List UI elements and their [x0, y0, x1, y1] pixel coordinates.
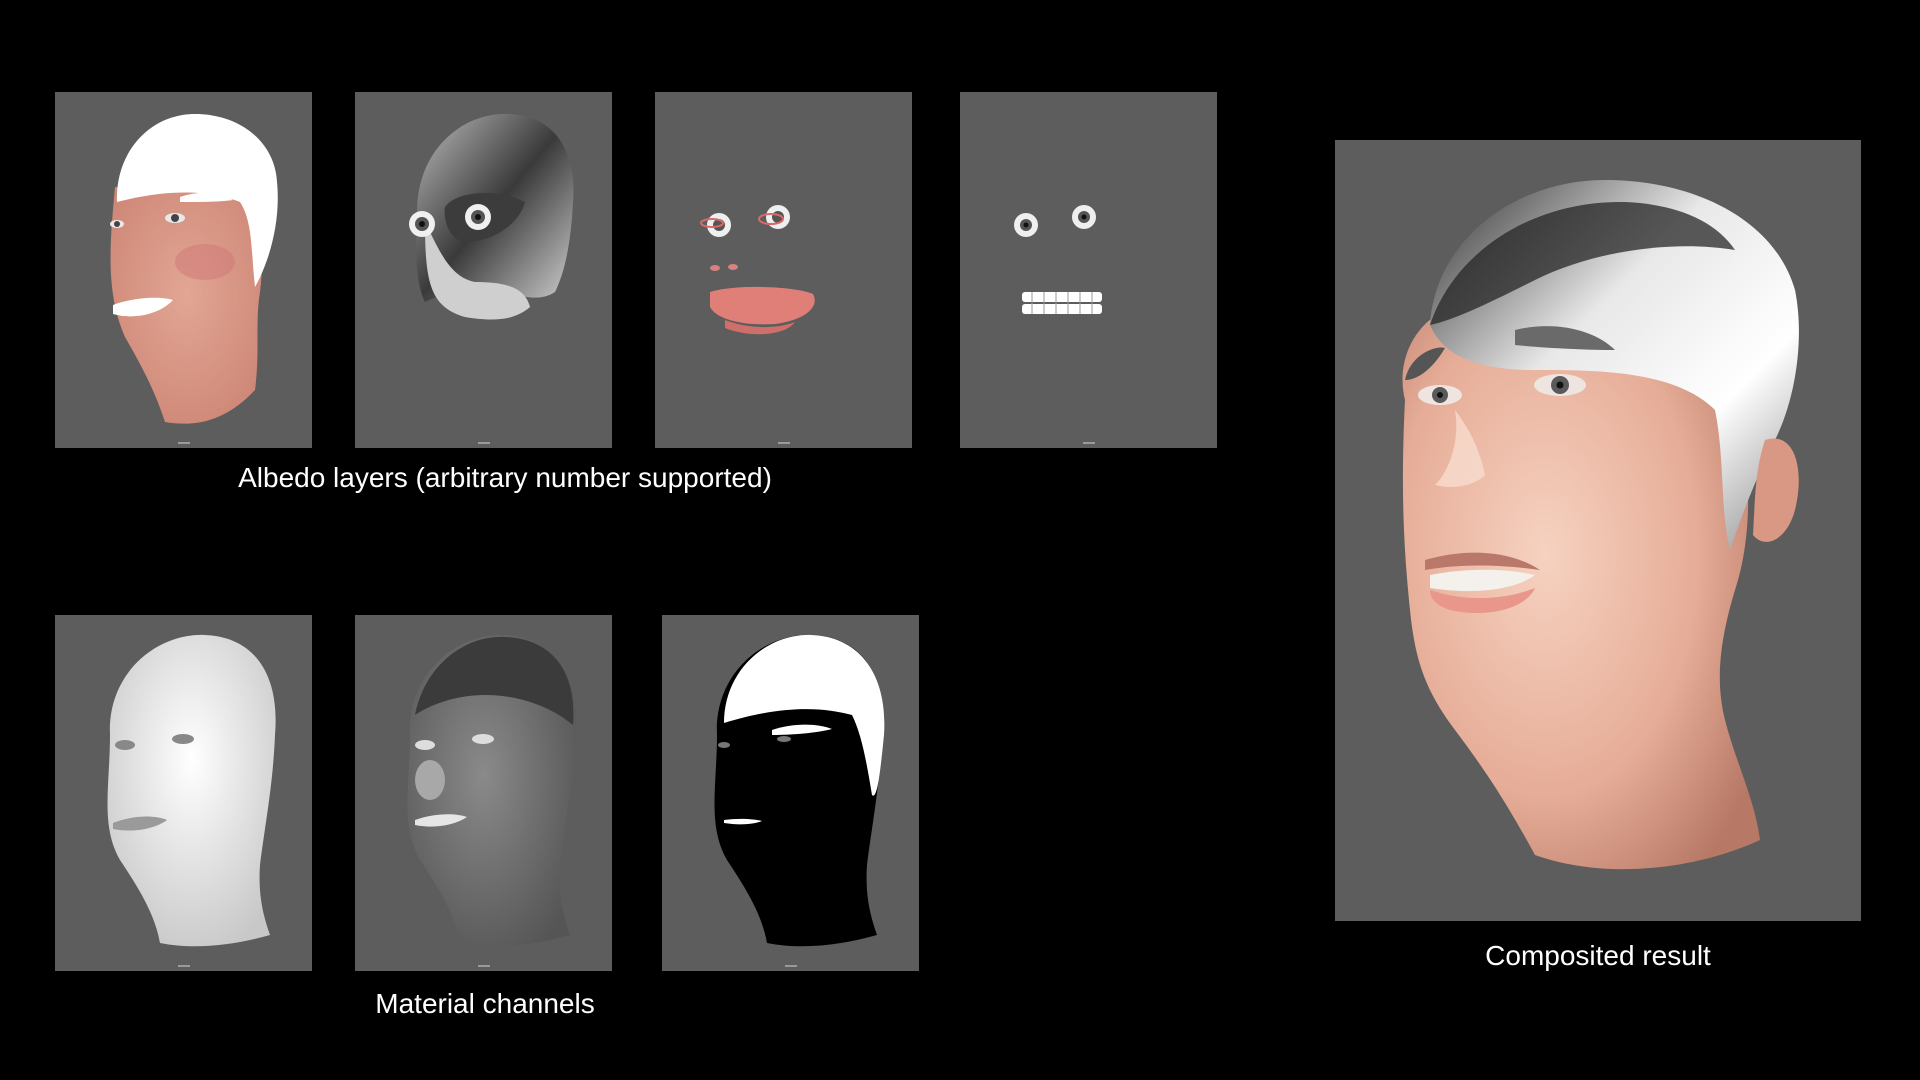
material-diffuse-image [107, 634, 276, 947]
composited-result-panel [1335, 140, 1861, 921]
material-caption: Material channels [375, 988, 595, 1019]
material-channel-mask [662, 615, 919, 971]
result-caption: Composited result [1485, 940, 1711, 971]
material-channel-specular [355, 615, 612, 971]
panel-watermark [477, 442, 490, 444]
albedo-skin-image [110, 114, 278, 424]
albedo-layer-lips [655, 92, 912, 448]
panel-watermark [477, 965, 490, 967]
albedo-layer-teeth [960, 92, 1217, 448]
panel-watermark [177, 442, 190, 444]
albedo-caption: Albedo layers (arbitrary number supporte… [238, 462, 772, 493]
material-mask-image [714, 634, 885, 947]
albedo-teeth-image [1014, 205, 1102, 314]
panel-watermark [784, 965, 797, 967]
albedo-hair-image [409, 113, 574, 320]
albedo-layer-hair [355, 92, 612, 448]
material-specular-image [407, 634, 576, 947]
albedo-layer-skin [55, 92, 312, 448]
material-channel-diffuse [55, 615, 312, 971]
albedo-lips-image [700, 205, 815, 335]
panel-watermark [777, 442, 790, 444]
panel-watermark [1082, 442, 1095, 444]
panel-watermark [177, 965, 190, 967]
composited-head-image [1402, 180, 1799, 870]
